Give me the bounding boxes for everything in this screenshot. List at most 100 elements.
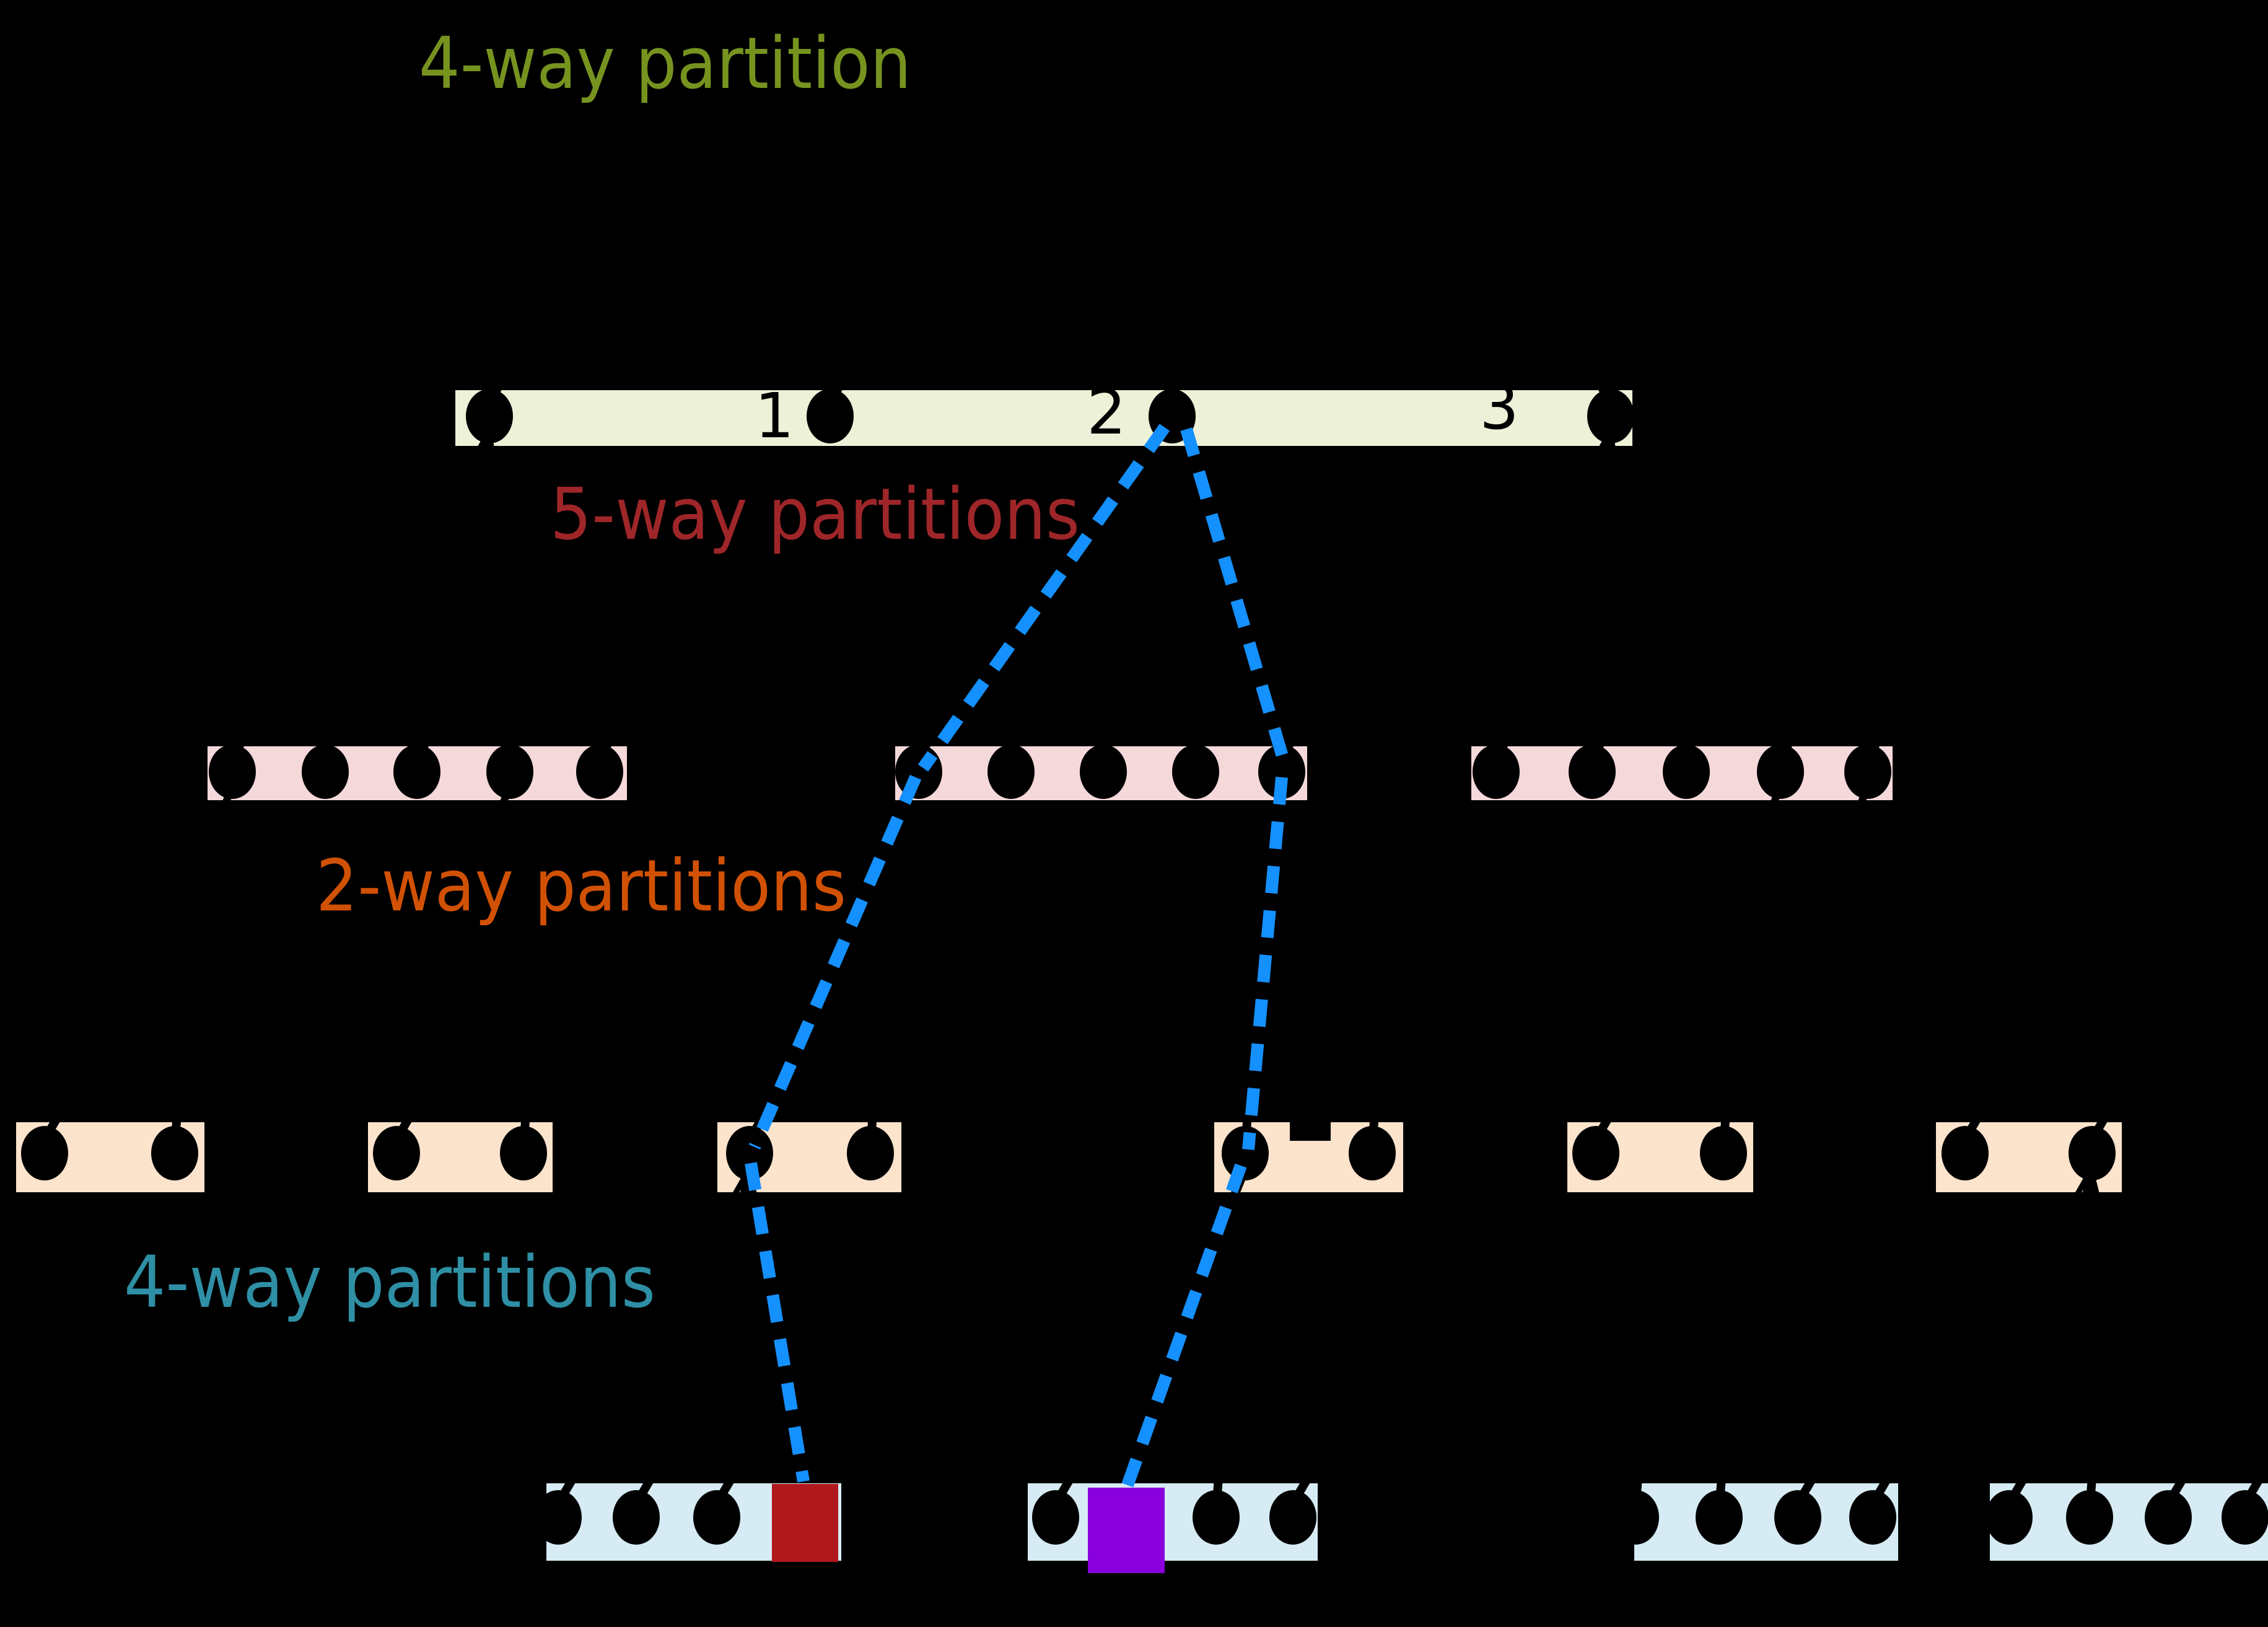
item-node [1172,744,1219,799]
item-node [1696,1490,1743,1545]
item-stem [1966,1084,1999,1135]
recursion-link [1180,427,1292,769]
partition-bar-rect [1990,1483,2268,1561]
item-stem [1008,704,1020,752]
item-node [1774,1490,1821,1545]
item-node [209,744,256,799]
label-4-way-partition-title: 4-way partition [419,22,911,105]
partition-bar [1471,703,1902,822]
recursion-link [1242,777,1288,1150]
item-node [895,744,942,799]
partition-bar [895,703,1316,800]
item-node [1986,1490,2033,1545]
item-node [2066,1490,2113,1545]
item-stem [1683,704,1695,752]
item-node [807,389,854,443]
partition-bar [717,1084,901,1221]
recursion-link [917,424,1170,772]
highlighted-subset-#8a00dd [1088,1488,1165,1573]
cut-index-label: 1 [755,380,794,452]
item-node [1572,1126,1619,1180]
item-node [466,389,513,443]
item-stub [216,792,232,822]
item-stem [1716,1450,1728,1498]
item-node [1587,389,1634,443]
item-stub [1852,792,1868,822]
partition-bar [1936,1084,2126,1221]
item-stem [507,704,519,752]
item-stem [1369,1086,1381,1134]
cut-index-label: 2 [1087,376,1126,448]
item-legs [2088,1167,2105,1218]
item-node [535,1490,582,1545]
item-node [1757,744,1804,799]
item-node [1612,1490,1659,1545]
item-stub [494,792,510,822]
item-node [1700,1126,1747,1180]
partition-bar [16,1084,204,1192]
item-stem [1632,1450,1644,1498]
item-node [1222,1126,1269,1180]
partition-bar [208,703,634,822]
item-stem [831,347,864,398]
item-node [21,1126,68,1180]
item-stem [1056,1449,1090,1499]
item-node [1942,1126,1989,1180]
item-node [486,744,533,799]
item-stem [717,1449,751,1499]
item-legs [1606,430,1624,481]
item-node [1663,744,1710,799]
partition-bar [1612,1449,1907,1561]
item-legs [485,430,502,481]
item-stem [2086,1450,2098,1498]
item-stem [322,704,334,752]
item-node [693,1490,740,1545]
item-stem [1720,1086,1732,1134]
item-node [576,744,623,799]
item-node [302,744,349,799]
row-five-way-partitions [208,703,1902,822]
item-node [2069,1126,2116,1180]
item-node [1080,744,1127,799]
item-node [1032,1490,1079,1545]
item-stem [1213,1450,1225,1498]
item-node [151,1126,198,1180]
item-stem [1873,1449,1907,1499]
item-stem [520,1086,532,1134]
item-stem [2169,1449,2202,1499]
item-stem [2093,1084,2126,1135]
partition-bar [1567,1084,1753,1192]
item-node [393,744,440,799]
recursion-link [748,775,922,1149]
item-node [2145,1490,2192,1545]
partition-bar-rect [455,390,1632,446]
item-stem [172,1086,183,1134]
item-stem [1497,703,1530,754]
item-stem [1868,703,1902,754]
item-stem [867,1086,879,1134]
label-5-way-partitions: 5-way partitions [550,473,1080,556]
item-node [1473,744,1520,799]
item-stem [600,703,634,754]
item-stem [418,703,451,754]
item-stem [397,1084,431,1135]
item-node [726,1126,773,1180]
bar-notch [1290,1122,1331,1141]
item-stem [1596,1084,1630,1135]
row-four-way-partitions [535,1449,2268,1573]
item-node [373,1126,420,1180]
item-stub [1764,792,1780,822]
item-stem [490,347,523,398]
item-node [613,1490,660,1545]
highlighted-subset-#b1181e [772,1484,838,1562]
item-stem [1574,346,1610,398]
partition-bar [1028,1449,1327,1573]
item-node [1193,1490,1240,1545]
partition-bar [1986,1449,2268,1561]
item-stem [1282,703,1316,754]
